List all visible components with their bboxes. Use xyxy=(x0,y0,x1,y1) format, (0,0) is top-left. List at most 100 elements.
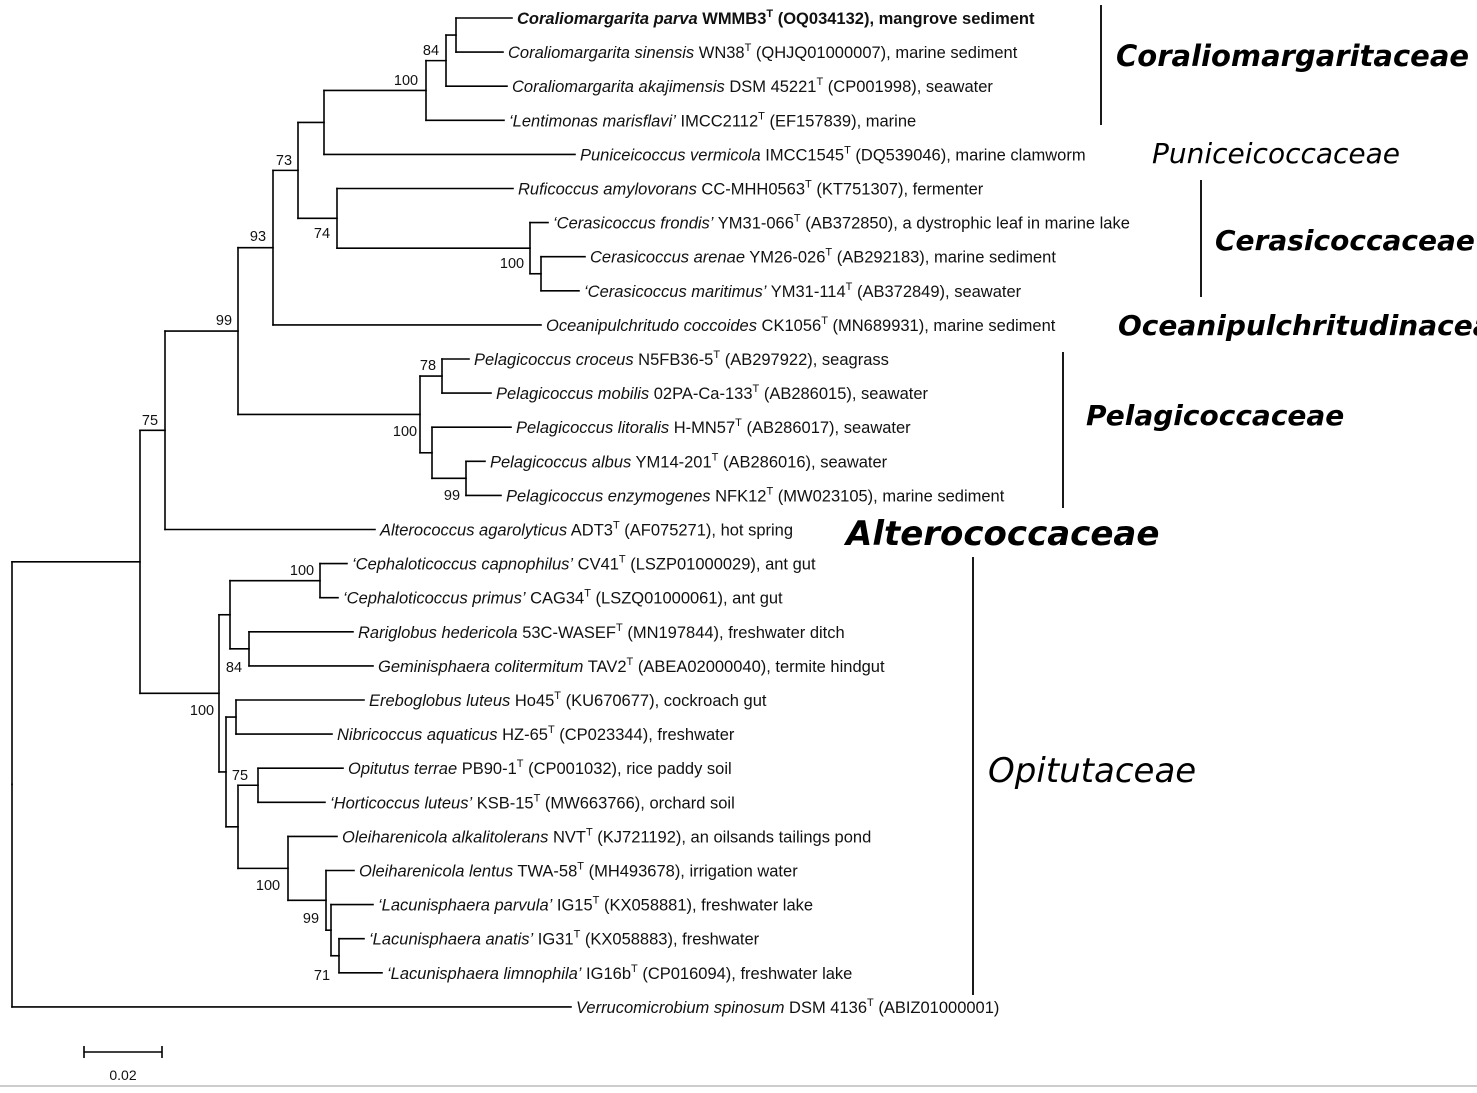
accession-habitat: (MW023105), marine sediment xyxy=(773,487,1005,505)
type-strain-mark: T xyxy=(627,656,634,668)
accession-habitat: (EF157839), marine xyxy=(765,112,916,130)
type-strain-mark: T xyxy=(616,622,623,634)
taxon-name: Oleiharenicola lentus xyxy=(359,863,513,881)
strain-id: TAV2 xyxy=(583,658,626,676)
taxon-name: Pelagicoccus enzymogenes xyxy=(506,487,711,505)
accession-habitat: (AB286017), seawater xyxy=(742,419,911,437)
strain-id: DSM 4136 xyxy=(784,999,867,1017)
strain-id: PB90-1 xyxy=(457,760,517,778)
taxon-name: Ereboglobus luteus xyxy=(369,692,510,710)
type-strain-mark: T xyxy=(584,588,591,600)
accession-habitat: (CP001032), rice paddy soil xyxy=(524,760,732,778)
strain-id: CC-MHH0563 xyxy=(697,181,805,199)
family-label: Oceanipulchritudinaceae xyxy=(1118,309,1477,342)
type-strain-mark: T xyxy=(534,792,541,804)
accession-habitat: (OQ034132), mangrove sediment xyxy=(773,10,1035,28)
strain-id: WMMB3 xyxy=(698,10,767,28)
family-label: Coraliomargaritaceae xyxy=(1116,39,1469,73)
type-strain-mark: T xyxy=(867,997,874,1009)
leaf-label: Opitutus terrae PB90-1T (CP001032), rice… xyxy=(348,758,732,778)
accession-habitat: (CP023344), freshwater xyxy=(555,726,735,744)
type-strain-mark: T xyxy=(593,895,600,907)
taxon-name: Coraliomargarita akajimensis xyxy=(512,78,725,96)
strain-id: ADT3 xyxy=(567,522,613,540)
type-strain-mark: T xyxy=(713,349,720,361)
accession-habitat: (KT751307), fermenter xyxy=(812,181,984,199)
strain-id: IG16b xyxy=(581,965,631,983)
taxon-name: ‘Lacunisphaera limnophila’ xyxy=(387,965,582,983)
type-strain-mark: T xyxy=(586,826,593,838)
leaf-label: Pelagicoccus mobilis 02PA-Ca-133T (AB286… xyxy=(496,383,929,403)
type-strain-mark: T xyxy=(712,451,719,463)
accession-habitat: (AB286015), seawater xyxy=(759,385,928,403)
leaf-label: ‘Cephaloticoccus primus’ CAG34T (LSZQ010… xyxy=(343,588,783,608)
family-label: Puniceicoccaceae xyxy=(1152,137,1400,170)
type-strain-mark: T xyxy=(844,144,851,156)
strain-id: YM31-066 xyxy=(713,215,793,233)
leaf-label: ‘Cerasicoccus maritimus’ YM31-114T (AB37… xyxy=(584,281,1022,301)
leaf-label: Pelagicoccus enzymogenes NFK12T (MW02310… xyxy=(506,485,1005,505)
scale-bar-label: 0.02 xyxy=(109,1067,136,1083)
leaf-label: Pelagicoccus albus YM14-201T (AB286016),… xyxy=(490,451,888,471)
accession-habitat: (AB372850), a dystrophic leaf in marine … xyxy=(801,215,1130,233)
leaf-label: Rariglobus hedericola 53C-WASEFT (MN1978… xyxy=(358,622,845,642)
type-strain-mark: T xyxy=(753,383,760,395)
family-brackets xyxy=(972,5,1202,995)
taxon-name: Puniceicoccus vermicola xyxy=(580,146,761,164)
strain-id: IG15 xyxy=(552,897,592,915)
taxon-name: ‘Horticoccus luteus’ xyxy=(330,794,472,812)
type-strain-mark: T xyxy=(735,417,742,429)
type-strain-mark: T xyxy=(766,8,773,20)
strain-id: TWA-58 xyxy=(513,863,577,881)
family-label: Cerasicoccaceae xyxy=(1215,224,1475,257)
type-strain-mark: T xyxy=(758,110,765,122)
taxon-name: Verrucomicrobium spinosum xyxy=(576,999,784,1017)
type-strain-mark: T xyxy=(554,690,561,702)
type-strain-mark: T xyxy=(846,281,853,293)
bootstrap-value: 100 xyxy=(256,878,280,894)
type-strain-mark: T xyxy=(794,213,801,225)
accession-habitat: (MH493678), irrigation water xyxy=(584,863,798,881)
accession-habitat: (AF075271), hot spring xyxy=(620,522,793,540)
bootstrap-value: 71 xyxy=(314,968,330,984)
bootstrap-value: 78 xyxy=(420,358,436,374)
accession-habitat: (AB292183), marine sediment xyxy=(832,249,1056,267)
accession-habitat: (KX058881), freshwater lake xyxy=(599,897,813,915)
taxon-name: ‘Cephaloticoccus primus’ xyxy=(343,590,526,608)
strain-id: H-MN57 xyxy=(669,419,735,437)
strain-id: HZ-65 xyxy=(498,726,548,744)
leaf-label: Alterococcus agarolyticus ADT3T (AF07527… xyxy=(379,520,793,540)
strain-id: NVT xyxy=(548,828,586,846)
leaf-label: Nibricoccus aquaticus HZ-65T (CP023344),… xyxy=(337,724,735,744)
accession-habitat: (ABEA02000040), termite hindgut xyxy=(633,658,885,676)
bootstrap-labels: 8410073741009399781009975100841007510099… xyxy=(142,43,524,984)
bootstrap-value: 100 xyxy=(500,256,524,272)
leaf-label: Oleiharenicola lentus TWA-58T (MH493678)… xyxy=(359,861,798,881)
bootstrap-value: 84 xyxy=(226,660,242,676)
leaf-label: Coraliomargarita sinensis WN38T (QHJQ010… xyxy=(508,42,1018,62)
bootstrap-value: 84 xyxy=(423,43,439,59)
leaf-label: ‘Lentimonas marisflavi’ IMCC2112T (EF157… xyxy=(509,110,916,130)
accession-habitat: (AB297922), seagrass xyxy=(720,351,889,369)
accession-habitat: (KU670677), cockroach gut xyxy=(561,692,767,710)
leaf-label: ‘Lacunisphaera anatis’ IG31T (KX058883),… xyxy=(369,929,760,949)
strain-id: N5FB36-5 xyxy=(634,351,714,369)
taxon-name: ‘Cerasicoccus frondis’ xyxy=(553,215,714,233)
leaf-label: Coraliomargarita akajimensis DSM 45221T … xyxy=(512,76,993,96)
bootstrap-value: 93 xyxy=(250,229,266,245)
strain-id: 53C-WASEF xyxy=(518,624,616,642)
bootstrap-value: 99 xyxy=(216,313,232,329)
type-strain-mark: T xyxy=(517,758,524,770)
strain-id: YM31-114 xyxy=(766,283,845,301)
strain-id: YM26-026 xyxy=(745,249,825,267)
taxon-name: Coraliomargarita parva xyxy=(517,10,698,28)
bootstrap-value: 100 xyxy=(290,563,314,579)
type-strain-mark: T xyxy=(619,554,626,566)
type-strain-mark: T xyxy=(577,861,584,873)
taxon-name: ‘Lentimonas marisflavi’ xyxy=(509,112,676,130)
taxon-name: Rariglobus hedericola xyxy=(358,624,518,642)
strain-id: CK1056 xyxy=(757,317,821,335)
family-label: Pelagicoccaceae xyxy=(1086,399,1344,432)
taxon-name: Pelagicoccus mobilis xyxy=(496,385,649,403)
